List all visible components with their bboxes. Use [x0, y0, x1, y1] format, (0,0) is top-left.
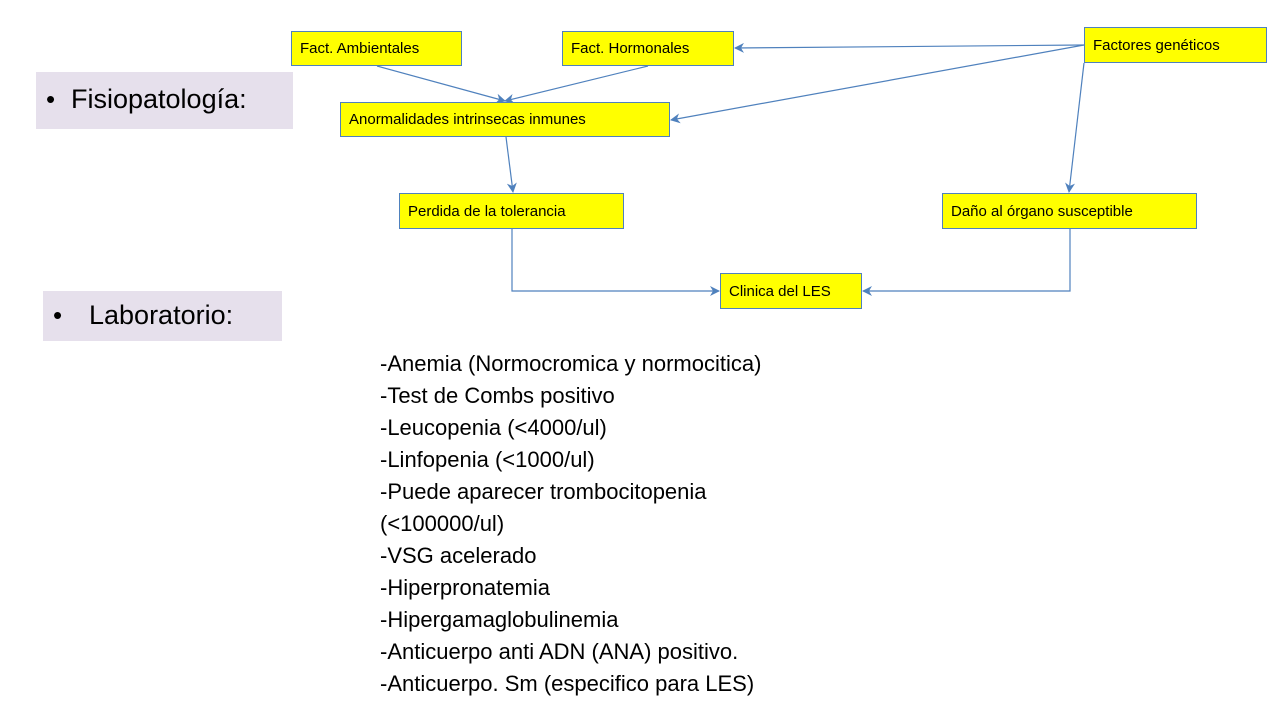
laboratorio-heading: Laboratorio: [89, 300, 234, 330]
edge-hormonales-anormalidades [504, 65, 649, 104]
list-item: -Linfopenia (<1000/ul) [380, 447, 595, 472]
node-clinica-les: Clinica del LES [720, 273, 862, 309]
node-anormalidades-inmunes: Anormalidades intrinsecas inmunes [340, 102, 670, 137]
edge-anormalidades-perdida [505, 136, 517, 193]
fisiopatologia-heading-box: • Fisiopatología: [36, 72, 293, 129]
fisiopatologia-heading: Fisiopatología: [71, 84, 247, 114]
node-fact-hormonales: Fact. Hormonales [562, 31, 734, 66]
list-item: -Test de Combs positivo [380, 383, 615, 408]
list-item: -Hipergamaglobulinemia [380, 607, 619, 632]
list-item: -Leucopenia (<4000/ul) [380, 415, 607, 440]
laboratorio-heading-box: • Laboratorio: [43, 291, 282, 341]
node-factores-geneticos: Factores genéticos [1084, 27, 1267, 63]
edge-perdida-clinica [511, 229, 720, 296]
edge-geneticos-hormonales [734, 42, 1085, 53]
edge-geneticos-dano [1065, 62, 1085, 193]
node-fact-ambientales: Fact. Ambientales [291, 31, 462, 66]
list-item: -Hiperpronatemia [380, 575, 550, 600]
node-perdida-tolerancia: Perdida de la tolerancia [399, 193, 624, 229]
list-item: -Anticuerpo anti ADN (ANA) positivo. [380, 639, 739, 664]
list-item: -Puede aparecer trombocitopenia [380, 479, 707, 504]
list-item: -Anticuerpo. Sm (especifico para LES) [380, 671, 755, 696]
edge-dano-clinica [862, 229, 1071, 296]
list-item: (<100000/ul) [380, 511, 505, 536]
laboratorio-list: -Anemia (Normocromica y normocitica) -Te… [380, 348, 761, 700]
edge-ambientales-anormalidades [376, 65, 506, 104]
list-item: -VSG acelerado [380, 543, 537, 568]
bullet-icon: • [46, 84, 56, 114]
list-item: -Anemia (Normocromica y normocitica) [380, 351, 762, 376]
node-dano-organo: Daño al órgano susceptible [942, 193, 1197, 229]
bullet-icon: • [53, 300, 63, 330]
